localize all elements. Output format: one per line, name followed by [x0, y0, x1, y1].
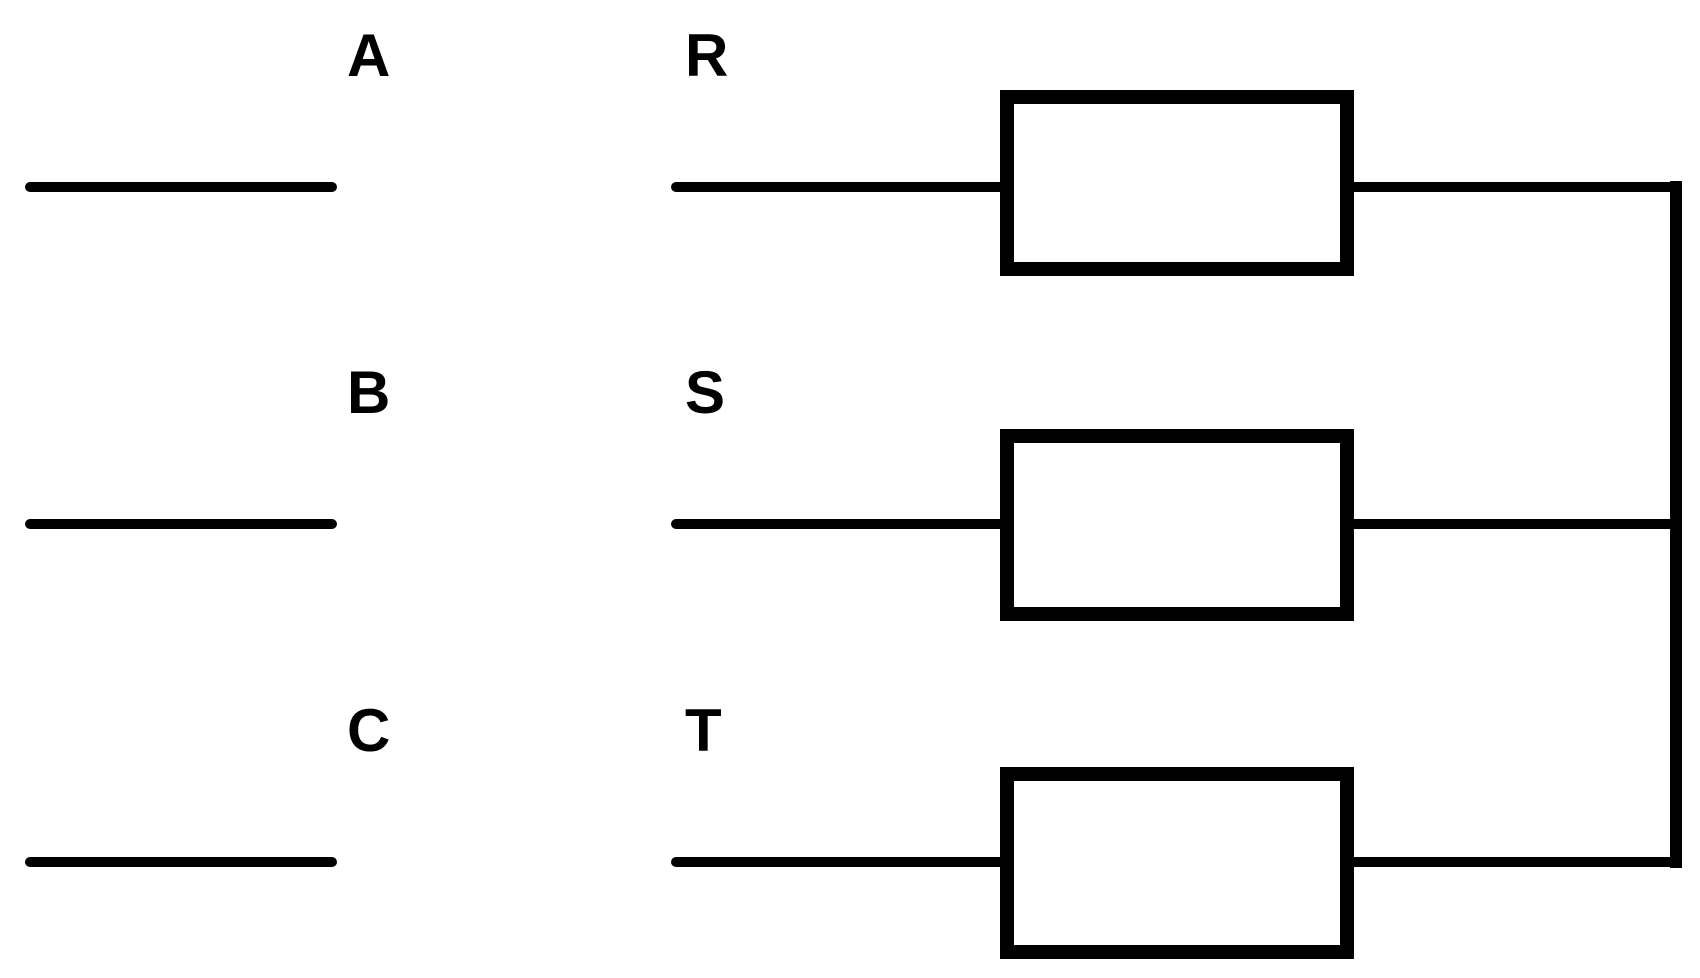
load-label-r: R [685, 22, 728, 89]
source-label-c: C [347, 697, 390, 764]
load-label-t: T [685, 697, 722, 764]
load-label-s: S [685, 359, 725, 426]
resistor-s [1000, 429, 1354, 621]
resistor-r [1000, 90, 1354, 276]
source-label-a: A [347, 22, 390, 89]
resistor-t [1000, 767, 1354, 959]
source-label-b: B [347, 359, 390, 426]
